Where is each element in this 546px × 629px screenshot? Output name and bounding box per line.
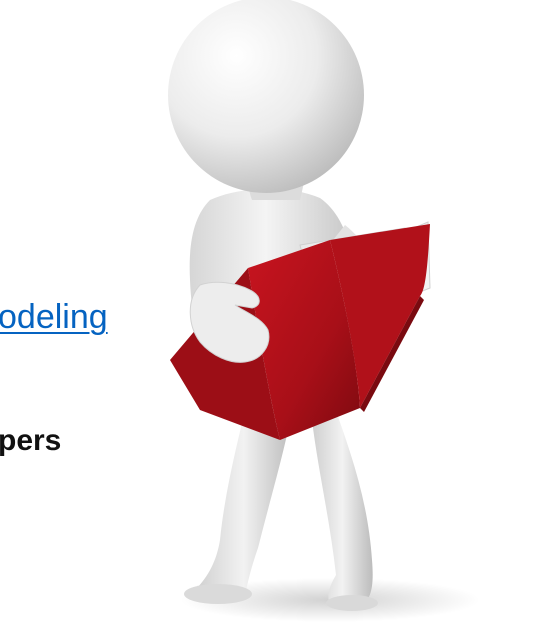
front-foot: [184, 584, 252, 604]
left-hand: [189, 281, 270, 363]
back-leg: [312, 400, 373, 606]
front-leg: [195, 390, 292, 600]
head: [168, 0, 364, 193]
modeling-link[interactable]: odeling: [0, 298, 108, 336]
back-foot: [326, 595, 378, 611]
red-book: [170, 221, 431, 440]
papers-label: pers: [0, 424, 62, 457]
